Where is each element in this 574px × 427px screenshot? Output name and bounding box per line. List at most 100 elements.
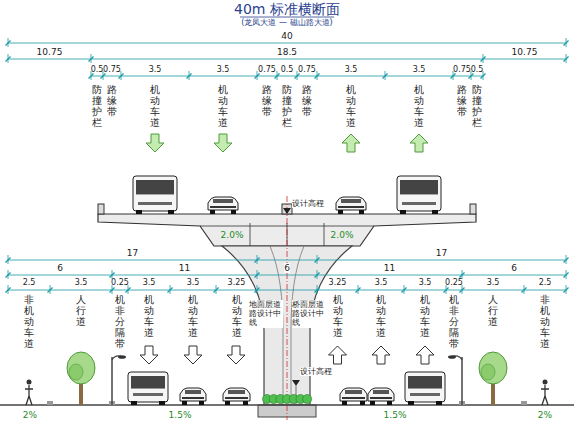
dimension-label: 3.25 bbox=[329, 278, 347, 287]
tree-crown bbox=[479, 352, 507, 384]
dimension-tick bbox=[564, 41, 569, 46]
bus-window bbox=[136, 180, 174, 194]
lane-label: 机动车道 bbox=[376, 294, 386, 338]
dimension-tick bbox=[564, 288, 569, 293]
wheel bbox=[168, 210, 174, 214]
dimension-label: 3.5 bbox=[375, 278, 388, 287]
ground-line bbox=[0, 404, 574, 405]
dimension-label: 40 bbox=[281, 31, 292, 41]
dimension-label: 6 bbox=[511, 263, 517, 273]
bus bbox=[405, 372, 445, 405]
dimension-line bbox=[8, 260, 566, 261]
dimension-label: 11 bbox=[384, 263, 395, 273]
bus bbox=[397, 176, 441, 214]
dimension-label: 设计高程 bbox=[300, 367, 332, 376]
dimension-label: 17 bbox=[127, 248, 138, 258]
wheel bbox=[432, 210, 438, 214]
dimension-tick bbox=[110, 273, 115, 278]
elevation-marker bbox=[292, 380, 300, 386]
dimension-label: 0.25 bbox=[445, 278, 463, 287]
wheel bbox=[199, 401, 204, 405]
dimension-label: 2.5 bbox=[23, 278, 36, 287]
lane-label: 路缘带 bbox=[262, 84, 272, 117]
wheel bbox=[400, 210, 406, 214]
car-window bbox=[341, 199, 361, 203]
wheel bbox=[370, 401, 375, 405]
car bbox=[223, 388, 250, 405]
lamp-head bbox=[118, 355, 126, 359]
dimension-label: 3.5 bbox=[217, 65, 230, 74]
dimension-label: 6 bbox=[57, 263, 63, 273]
car-body bbox=[180, 388, 206, 401]
tree bbox=[67, 352, 95, 405]
dimension-line bbox=[91, 76, 483, 77]
dimension-tick bbox=[564, 57, 569, 62]
lamp-pole bbox=[461, 357, 463, 405]
car-bumper bbox=[370, 397, 392, 399]
person-body bbox=[541, 385, 549, 405]
center-line bbox=[287, 196, 288, 420]
dimension-label: 2.0% bbox=[331, 230, 354, 240]
lane-label: 人行道 bbox=[488, 294, 498, 327]
dimension-tick bbox=[255, 288, 260, 293]
bus-window bbox=[408, 376, 442, 389]
lane-label: 机非分隔带 bbox=[449, 294, 459, 349]
dimension-label: 设计高程 bbox=[292, 199, 324, 208]
dimension-label: 2% bbox=[23, 410, 37, 420]
direction-arrow bbox=[140, 346, 158, 364]
lane-label: 机动车道 bbox=[333, 294, 343, 338]
lane-label: 机动车道 bbox=[188, 294, 198, 338]
direction-arrow bbox=[214, 134, 232, 152]
dimension-label: 3.5 bbox=[187, 278, 200, 287]
wheel bbox=[159, 401, 165, 405]
dimension-label: 1.5% bbox=[384, 410, 407, 420]
lane-label: 机动车道 bbox=[144, 294, 154, 338]
bus-grille bbox=[133, 393, 163, 396]
car bbox=[368, 388, 394, 405]
dimension-tick bbox=[315, 288, 320, 293]
car bbox=[208, 197, 238, 214]
bus-grille bbox=[138, 202, 172, 205]
dimension-label: 6 bbox=[284, 263, 290, 273]
lane-label: 机非分隔带 bbox=[115, 294, 125, 349]
dimension-label: 0.75 bbox=[258, 65, 276, 74]
wheel bbox=[210, 210, 215, 214]
direction-arrow bbox=[416, 346, 434, 364]
direction-arrow bbox=[410, 134, 428, 152]
shrub bbox=[303, 395, 312, 404]
bus bbox=[133, 176, 177, 214]
bus-window bbox=[400, 180, 438, 194]
wheel bbox=[342, 401, 347, 405]
tree-crown bbox=[481, 364, 495, 380]
direction-arrow bbox=[184, 346, 202, 364]
drawing-title: 40m 标准横断面 bbox=[234, 1, 340, 17]
car-body bbox=[208, 197, 238, 210]
dimension-tick bbox=[255, 273, 260, 278]
dimension-tick bbox=[101, 74, 106, 79]
lane-label: 人行道 bbox=[76, 294, 86, 327]
dimension-tick bbox=[315, 273, 320, 278]
subtitle: (龙凤大道 — 磁山路大道) bbox=[241, 18, 332, 27]
lamp-pole bbox=[111, 357, 113, 405]
wheel bbox=[338, 210, 343, 214]
car bbox=[180, 388, 206, 405]
tree-crown bbox=[67, 352, 95, 384]
bus-grille bbox=[402, 202, 436, 205]
dimension-tick bbox=[356, 288, 361, 293]
dimension-tick bbox=[564, 273, 569, 278]
lane-label: 路缘带 bbox=[107, 84, 117, 117]
car-bumper bbox=[342, 397, 365, 399]
lane-label: 防撞护栏 bbox=[472, 84, 482, 128]
crash-barrier bbox=[98, 204, 104, 214]
dimension-tick bbox=[295, 74, 300, 79]
dimension-label: 0.25 bbox=[111, 278, 129, 287]
car-bumper bbox=[182, 397, 204, 399]
centerline-note: 桥面层道路设计中线 bbox=[292, 300, 326, 328]
curb bbox=[521, 401, 527, 405]
girder-web bbox=[250, 223, 251, 246]
tree-crown bbox=[69, 364, 83, 380]
bus-body bbox=[397, 176, 441, 211]
